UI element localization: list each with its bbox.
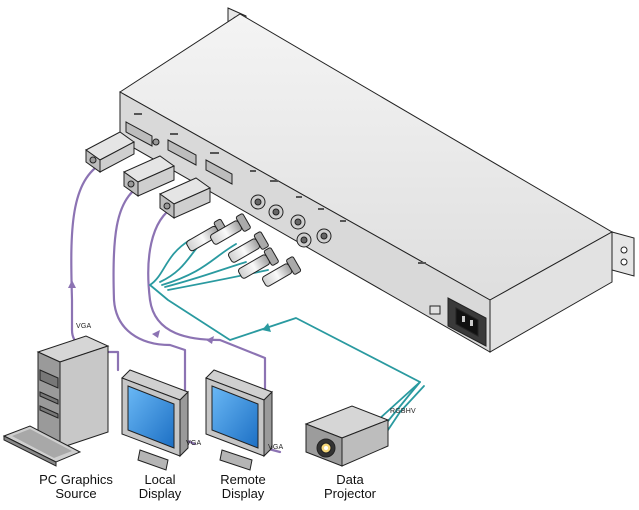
vga-label-local: VGA	[186, 440, 202, 447]
remote-label-line1: Remote	[220, 472, 266, 487]
rgbhv-label: RGBHV	[390, 408, 416, 415]
projector-label-line2: Projector	[323, 486, 377, 501]
pc-tower-icon	[36, 335, 110, 449]
vga-plug-3	[158, 177, 212, 219]
local-label-line2: Display	[138, 486, 182, 501]
power-inlet-icon	[429, 297, 487, 347]
data-projector-label: Data Projector	[312, 473, 388, 501]
vga-arrow-pc	[68, 280, 76, 288]
pc-label-line1: PC Graphics	[39, 472, 113, 487]
panel-markings	[134, 113, 426, 264]
local-label-line1: Local	[144, 472, 176, 487]
vga-cable-remote	[147, 204, 282, 454]
remote-display-label: Remote Display	[210, 473, 276, 501]
rack-ear-right	[611, 231, 635, 277]
monitor-remote	[205, 369, 273, 471]
pc-graphics-source-label: PC Graphics Source	[28, 473, 124, 501]
projector-label-line1: Data	[336, 472, 364, 487]
bnc-connector-icon	[186, 213, 302, 287]
vga-plug-2	[122, 155, 176, 197]
pc-label-line2: Source	[55, 486, 97, 501]
remote-label-line2: Display	[221, 486, 265, 501]
local-display-label: Local Display	[130, 473, 190, 501]
vga-arrow-remote	[206, 336, 214, 344]
projector-icon	[304, 405, 390, 467]
chassis-vga-ports	[125, 121, 233, 185]
vga-label-pc: VGA	[76, 323, 92, 330]
monitor-local	[121, 369, 189, 471]
vga-cable-local	[112, 184, 197, 446]
chassis-bnc-jacks	[250, 194, 332, 248]
rgbhv-cable	[149, 231, 425, 431]
vga-connector-icon	[85, 131, 212, 219]
vga-label-remote: VGA	[268, 444, 284, 451]
keyboard-icon	[2, 425, 82, 467]
rgbhv-arrow	[262, 323, 271, 332]
vga-arrow-local	[152, 330, 160, 338]
monitor-icon	[127, 385, 175, 449]
vga-plug-1	[85, 131, 135, 173]
